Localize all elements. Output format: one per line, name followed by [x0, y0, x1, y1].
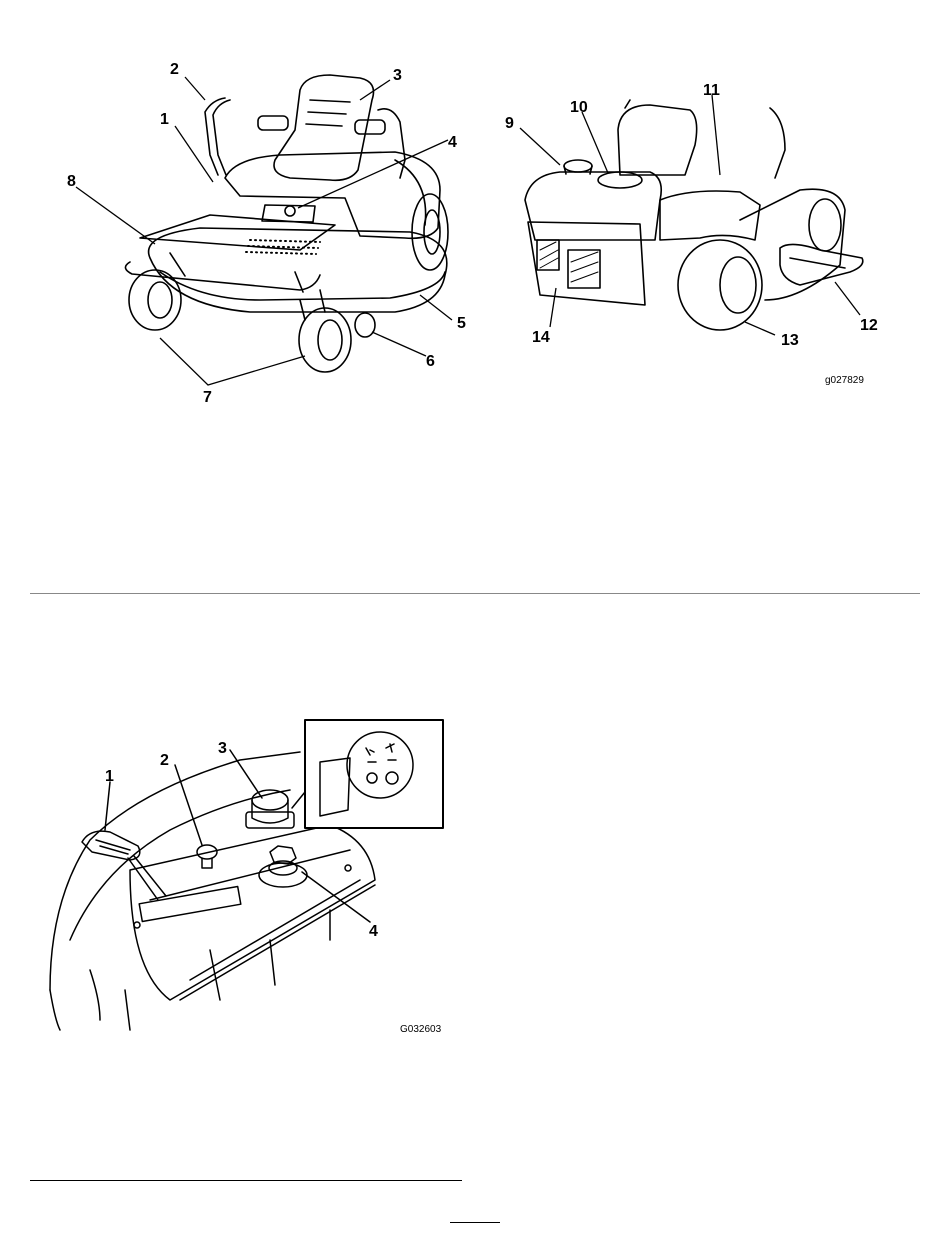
figure-code: g027829 [825, 375, 864, 386]
callout-8: 8 [67, 173, 76, 190]
callout-13: 13 [781, 332, 799, 349]
mower-rear-view-illustration [525, 100, 863, 330]
panel-callout-1: 1 [105, 768, 114, 785]
callout-2: 2 [170, 61, 179, 78]
panel-figure-code: G032603 [400, 1024, 442, 1035]
footnote-rule [30, 1180, 462, 1181]
mower-front-view-illustration [125, 75, 448, 372]
callout-11: 11 [703, 82, 720, 99]
callout-7: 7 [203, 389, 212, 406]
page-number-mark [450, 1222, 500, 1223]
callout-3: 3 [393, 67, 402, 84]
callout-10: 10 [570, 99, 588, 116]
callout-5: 5 [457, 315, 466, 332]
mower-overview-figure: 1 2 3 4 5 6 7 8 9 10 11 12 13 14 g027829 [0, 0, 950, 420]
panel-callout-3: 3 [218, 740, 227, 757]
callout-12: 12 [860, 317, 878, 334]
panel-callout-2: 2 [160, 752, 169, 769]
section-divider [30, 593, 920, 594]
callout-9: 9 [505, 115, 514, 132]
callout-14: 14 [532, 329, 550, 346]
callout-6: 6 [426, 353, 435, 370]
callout-1: 1 [160, 111, 169, 128]
panel-callout-4: 4 [369, 923, 378, 940]
control-panel-figure: 1 2 3 4 G032603 [30, 700, 450, 1040]
callout-4: 4 [448, 134, 457, 151]
